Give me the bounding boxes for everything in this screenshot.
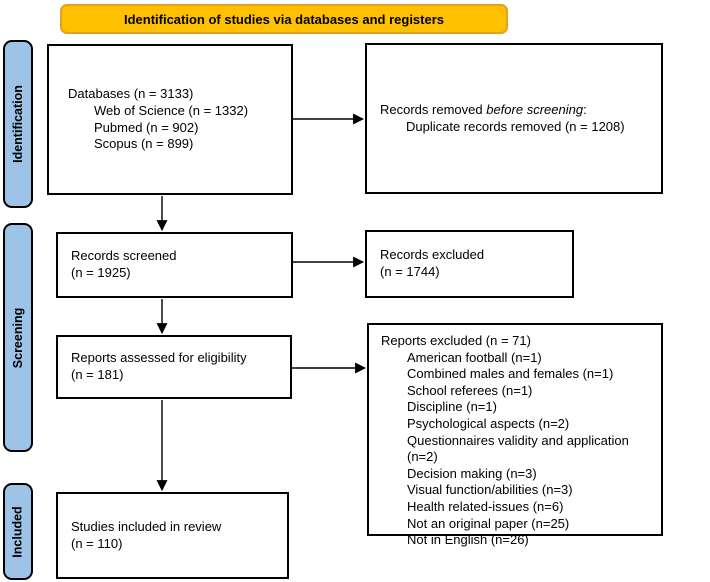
box-reports-excluded: Reports excluded (n = 71) American footb… xyxy=(367,323,663,547)
box-reports-excluded-item: Not an original paper (n=25) xyxy=(407,515,570,531)
box-databases-title: Databases (n = 3133) xyxy=(68,86,194,102)
box-reports-excluded-item: Visual function/abilities (n=3) xyxy=(407,482,573,498)
box-reports-excluded-item: Discipline (n=1) xyxy=(407,399,497,415)
box-reports-excluded-item: American football (n=1) xyxy=(407,349,542,365)
banner: Identification of studies via databases … xyxy=(60,4,508,34)
box-records-removed-item: Duplicate records removed (n = 1208) xyxy=(406,118,625,134)
box-databases-item: Pubmed (n = 902) xyxy=(94,119,199,135)
box-reports-excluded-item: Decision making (n=3) xyxy=(407,465,537,481)
box-records-removed: Records removed before screening: Duplic… xyxy=(365,43,663,194)
box-databases: Databases (n = 3133) Web of Science (n =… xyxy=(47,44,293,195)
box-reports-excluded-item: Not in English (n=26) xyxy=(407,532,529,548)
box-reports-excluded-item: School referees (n=1) xyxy=(407,382,533,398)
box-records-excluded: Records excluded (n = 1744) xyxy=(365,230,574,298)
stage-label-included: Included xyxy=(3,483,33,580)
box-reports-excluded-item: Psychological aspects (n=2) xyxy=(407,415,570,431)
box-reports-excluded-title: Reports excluded (n = 71) xyxy=(381,333,531,348)
box-databases-item: Web of Science (n = 1332) xyxy=(94,102,249,118)
stage-label-identification: Identification xyxy=(3,40,33,208)
box-reports-assessed: Reports assessed for eligibility (n = 18… xyxy=(56,335,292,399)
box-reports-excluded-item: Questionnaires validity and application … xyxy=(407,432,629,465)
box-records-removed-title: Records removed before screening: xyxy=(380,101,587,117)
box-databases-item: Scopus (n = 899) xyxy=(94,136,194,152)
banner-title: Identification of studies via databases … xyxy=(123,11,445,27)
box-records-screened: Records screened (n = 1925) xyxy=(56,232,293,298)
box-reports-excluded-item: Combined males and females (n=1) xyxy=(407,366,614,382)
box-studies-included: Studies included in review (n = 110) xyxy=(56,492,289,579)
box-reports-excluded-item: Health related-issues (n=6) xyxy=(407,498,564,514)
stage-label-screening: Screening xyxy=(3,223,33,452)
